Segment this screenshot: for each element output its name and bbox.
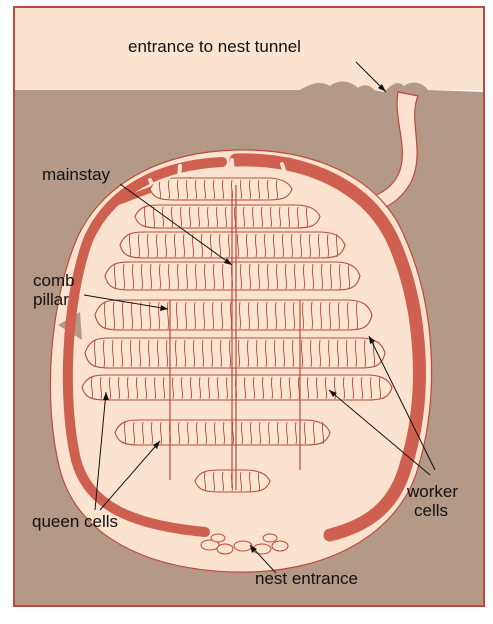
- comb-tier: [150, 178, 292, 200]
- label-entrance-tunnel: entrance to nest tunnel: [128, 37, 301, 56]
- label-worker-line1: worker: [406, 482, 458, 501]
- label-mainstay: mainstay: [42, 165, 111, 184]
- comb-tier: [85, 338, 385, 368]
- comb-tier: [115, 420, 330, 445]
- label-nest-entrance: nest entrance: [255, 569, 358, 588]
- label-pillar-line2: pillar: [33, 290, 69, 309]
- label-cells-line2: cells: [414, 501, 448, 520]
- label-comb-line1: comb: [33, 271, 75, 290]
- label-queen-cells: queen cells: [32, 512, 118, 531]
